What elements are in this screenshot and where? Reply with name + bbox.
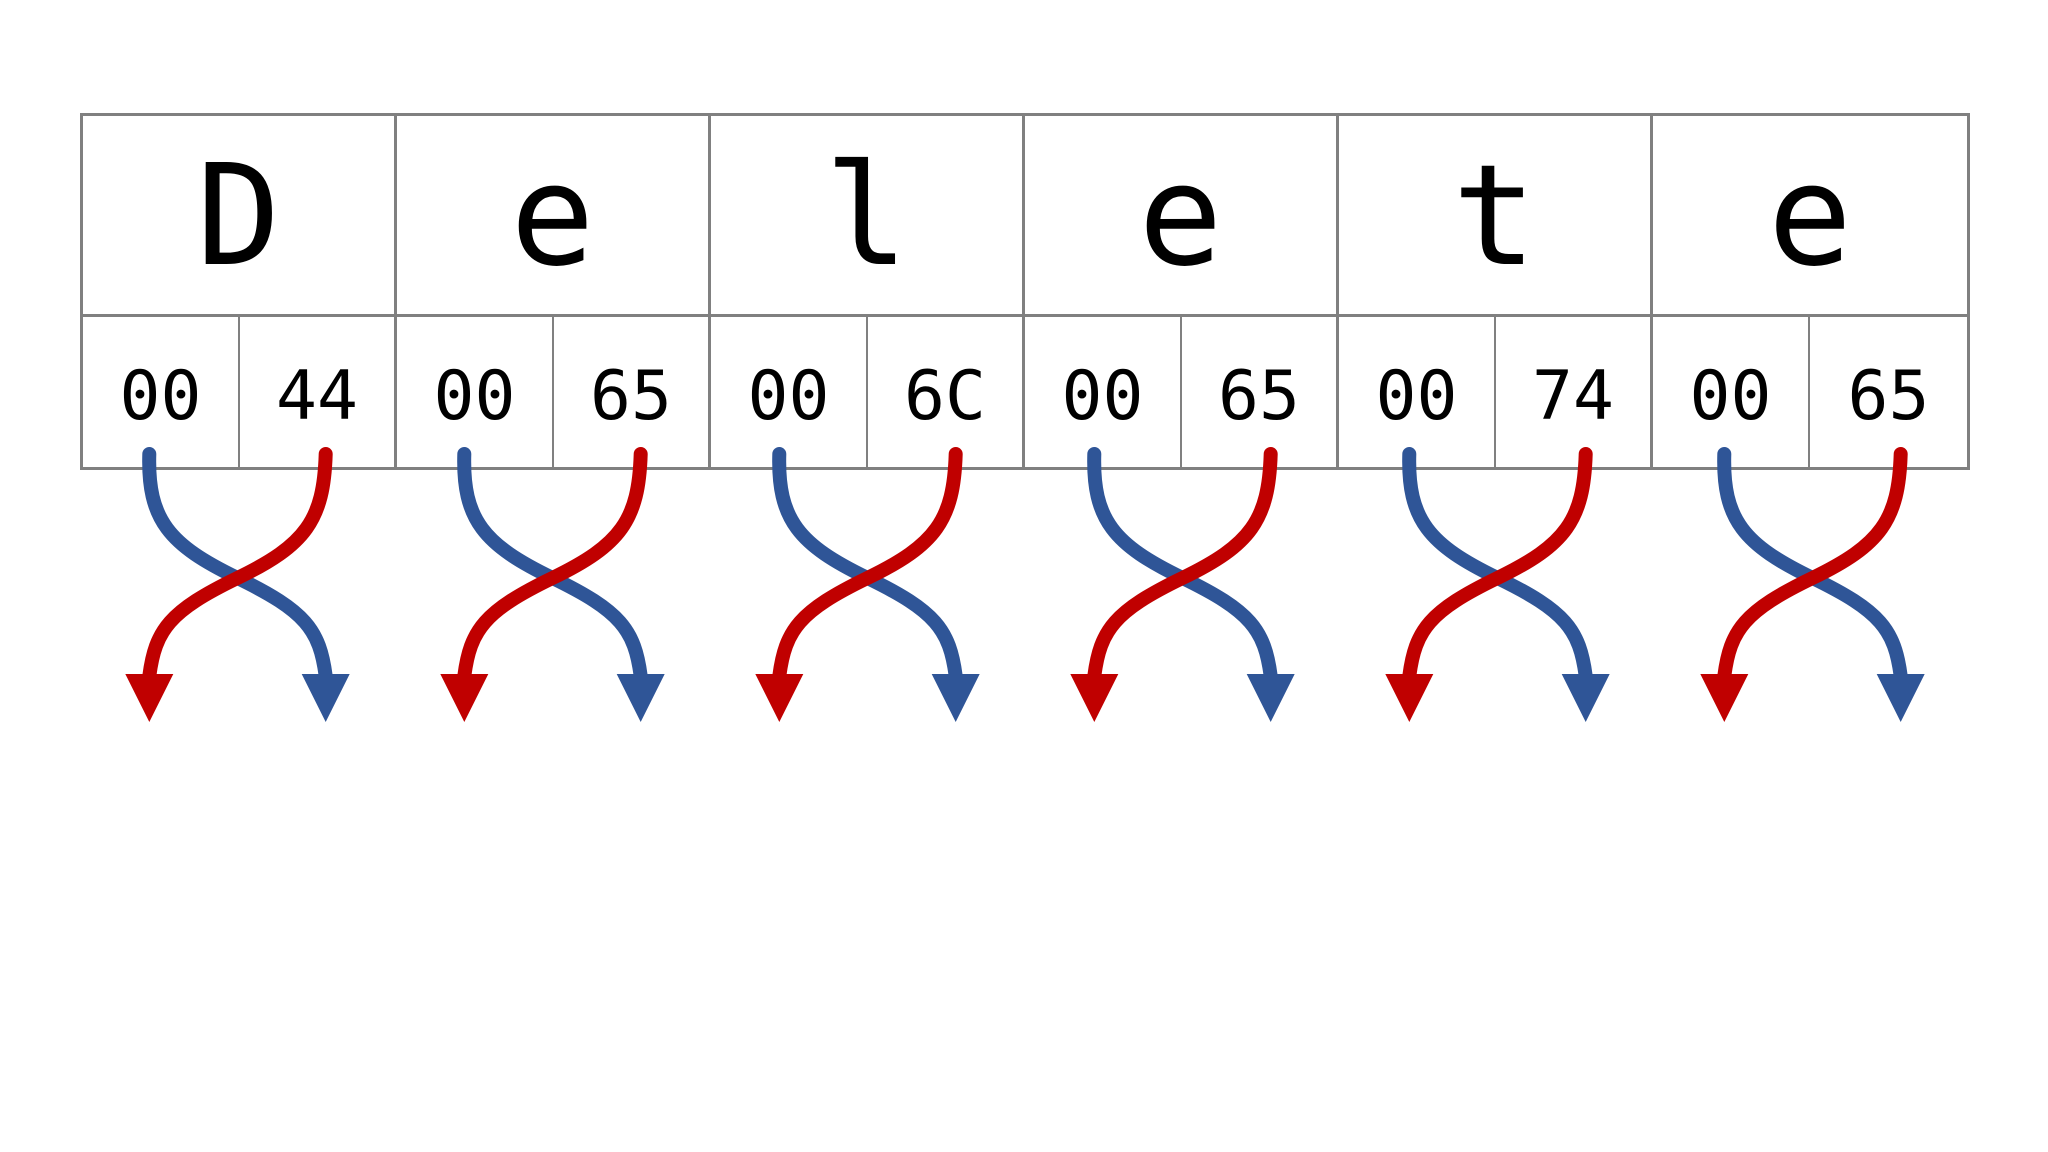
char-cell-1: e: [397, 116, 711, 317]
char-cell-4: t: [1339, 116, 1653, 317]
char-cell-5: e: [1653, 116, 1967, 317]
byte-cell-2-high: 00: [711, 317, 868, 467]
byte-cell-1-high: 00: [397, 317, 554, 467]
byte-cell-0-low: 44: [240, 317, 397, 467]
byte-cell-4-low: 74: [1496, 317, 1653, 467]
low-byte-arrow-5: [1700, 447, 1908, 722]
swap-arrow-pair-0: [125, 447, 350, 722]
char-cell-3: e: [1025, 116, 1339, 317]
byte-cell-4-high: 00: [1339, 317, 1496, 467]
swap-arrow-pair-1: [440, 447, 665, 722]
byte-cell-0-high: 00: [83, 317, 240, 467]
low-byte-arrow-0: [125, 447, 333, 722]
swap-arrow-pair-4: [1385, 447, 1610, 722]
char-cell-0: D: [83, 116, 397, 317]
low-byte-arrow-1: [440, 447, 648, 722]
byte-cell-2-low: 6C: [868, 317, 1025, 467]
char-cell-2: l: [711, 116, 1025, 317]
byte-cell-5-high: 00: [1653, 317, 1810, 467]
byte-cell-1-low: 65: [554, 317, 711, 467]
low-byte-arrow-3: [1070, 447, 1278, 722]
swap-arrow-pair-5: [1700, 447, 1925, 722]
swap-arrow-pair-2: [755, 447, 980, 722]
byte-cell-3-high: 00: [1025, 317, 1182, 467]
swap-arrow-pair-3: [1070, 447, 1295, 722]
low-byte-arrow-4: [1385, 447, 1593, 722]
byte-cell-5-low: 65: [1847, 356, 1930, 436]
byte-cell-3-low: 65: [1182, 317, 1339, 467]
byte-table: D e l e t e 00 44 00 65 00 6C 00 65 00 7…: [80, 113, 1970, 470]
low-byte-arrow-2: [755, 447, 963, 722]
